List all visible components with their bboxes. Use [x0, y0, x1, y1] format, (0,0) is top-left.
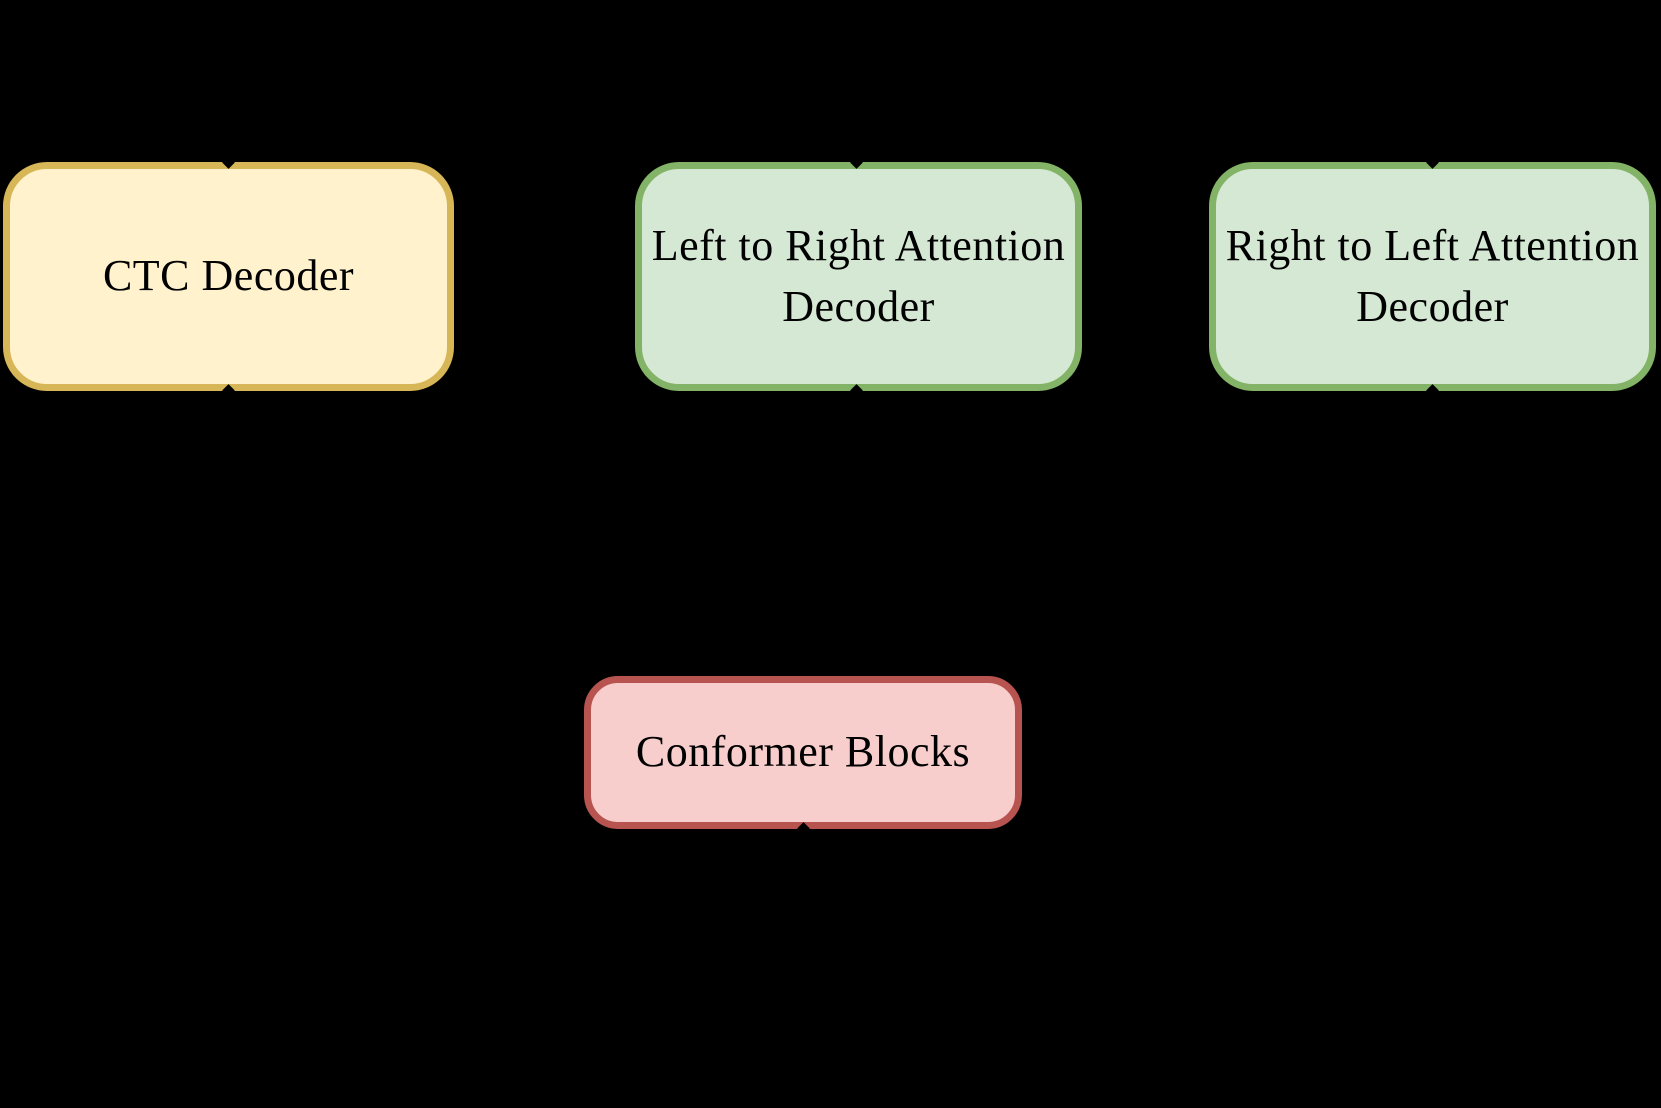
node-conformer-blocks: Conformer Blocks: [584, 676, 1022, 829]
node-ctc-decoder-label: CTC Decoder: [102, 251, 355, 301]
node-right-to-left-attention-decoder: Right to Left Attention Decoder: [1209, 162, 1656, 391]
node-ctc-decoder: CTC Decoder: [3, 162, 454, 391]
node-left-to-right-attention-decoder-label: Left to Right Attention Decoder: [651, 220, 1066, 331]
node-right-to-left-attention-decoder-label: Right to Left Attention Decoder: [1225, 220, 1640, 331]
node-left-to-right-attention-decoder: Left to Right Attention Decoder: [635, 162, 1082, 391]
node-conformer-blocks-label: Conformer Blocks: [635, 727, 971, 777]
